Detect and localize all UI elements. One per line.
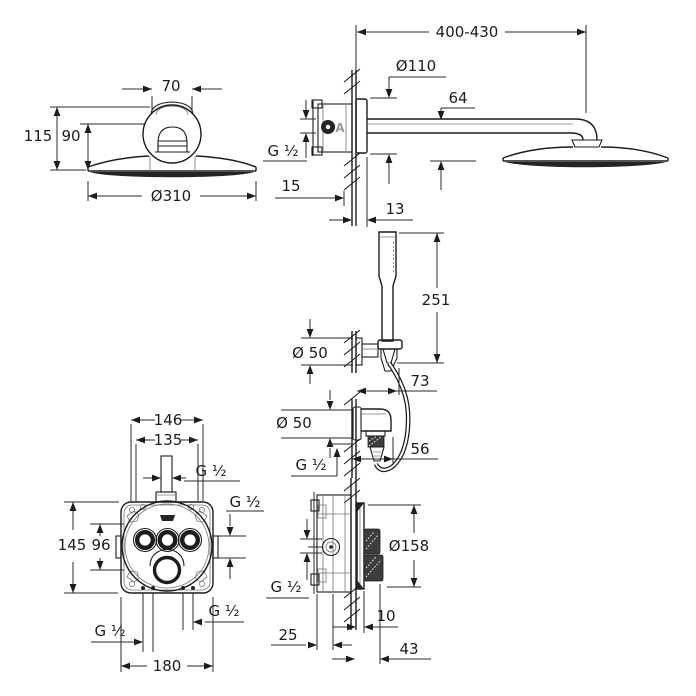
- dim-cap-width-label: 70: [161, 77, 180, 95]
- top-inlet-pipe: [160, 455, 173, 493]
- wall-union-shape: [352, 406, 392, 462]
- spray-face: [90, 172, 254, 178]
- thread-right-label: G ¹⁄₂: [230, 493, 261, 511]
- spray-face: [505, 162, 666, 168]
- dim-min-depth-label: 15: [281, 177, 300, 195]
- dim-projection-label: 400-430: [436, 23, 499, 41]
- thread-size-label: G ¹⁄₂: [296, 456, 327, 474]
- figure-thermostat-side: Ø158 G ¹⁄₂ 10 25 43: [266, 477, 431, 664]
- rapido-marker-label: A: [335, 121, 345, 135]
- hand-shower-wand: [378, 231, 397, 342]
- hand-shower-shape: [355, 231, 411, 473]
- inlet-port: [321, 537, 341, 557]
- rough-in-box-front: [115, 455, 219, 594]
- thread-bottom-right-label: G ¹⁄₂: [209, 602, 240, 620]
- figure-thermostat-front: 146 135 G ¹⁄₂ G ¹⁄₂ 145 96 G ¹⁄₂ G ¹⁄₂ 1…: [58, 411, 264, 675]
- dim-box-width-label: 180: [153, 657, 182, 675]
- dim-head-diameter-label: Ø310: [151, 187, 191, 205]
- handle-lower: [363, 554, 384, 582]
- dim-arm-offset-label: 64: [448, 89, 467, 107]
- hand-shower-dimensions: 251 Ø 50 73: [292, 232, 451, 395]
- overhead-shower-front-shape: [87, 101, 257, 178]
- dim-holder-projection-label: 73: [410, 372, 429, 390]
- overhead-shower-front-dimensions: 70 115 90 Ø310: [24, 77, 257, 205]
- thread-size-label: G ¹⁄₂: [268, 142, 299, 160]
- concealed-arm-bracket: A: [311, 99, 353, 156]
- figure-hand-shower-holder: 251 Ø 50 73: [292, 231, 451, 473]
- figure-overhead-shower-front: 70 115 90 Ø310: [24, 77, 257, 205]
- dim-rosette-diameter-label: Ø110: [396, 57, 436, 75]
- trim-plate-circle: [121, 500, 213, 592]
- top-slot: [160, 515, 175, 521]
- shower-arm-shape: [355, 98, 669, 168]
- dim-inner-height-label: 96: [91, 536, 110, 554]
- thermostat-side-dimensions: Ø158 G ¹⁄₂ 10 25 43: [266, 504, 431, 664]
- ball-joint: [142, 104, 202, 164]
- dim-screw-spacing-label: 146: [154, 411, 183, 429]
- holder-rosette: [355, 337, 363, 366]
- figure-shower-arm-side: A 400-430 Ø110 64 G ¹⁄₂: [263, 23, 669, 227]
- trim-and-handles-side: [356, 502, 384, 590]
- trim-plate-side: [356, 502, 365, 590]
- button-3: [177, 527, 203, 553]
- dim-total-height-label: 115: [24, 127, 53, 145]
- dim-plate-depth-label: 10: [376, 607, 395, 625]
- thread-top-label: G ¹⁄₂: [196, 462, 227, 480]
- handle-upper: [363, 528, 381, 555]
- wall-union-dimensions: Ø 50 G ¹⁄₂ 56: [276, 390, 438, 477]
- dim-holder-rosette-label: Ø 50: [292, 344, 328, 362]
- dim-union-rosette-label: Ø 50: [276, 414, 312, 432]
- dim-hand-shower-length-label: 251: [422, 291, 451, 309]
- figure-wall-union: Ø 50 G ¹⁄₂ 56: [276, 390, 438, 478]
- dim-ball-height-label: 90: [61, 127, 80, 145]
- thermostat-knob: [152, 555, 182, 585]
- thermostat-front-dimensions: 146 135 G ¹⁄₂ G ¹⁄₂ 145 96 G ¹⁄₂ G ¹⁄₂ 1…: [58, 411, 264, 675]
- wall-section: [343, 391, 361, 478]
- thermostat-trim: [121, 500, 213, 592]
- union-rosette: [352, 406, 362, 441]
- dim-box-depth-label: 25: [278, 626, 297, 644]
- shower-arm-dimensions: 400-430 Ø110 64 G ¹⁄₂ 15 13: [263, 23, 587, 227]
- arm-rosette: [355, 98, 368, 154]
- dim-inner-spacing-label: 135: [154, 431, 183, 449]
- dim-box-height-label: 145: [58, 536, 87, 554]
- dim-total-depth-label: 43: [399, 640, 418, 658]
- dim-rosette-depth-label: 13: [385, 200, 404, 218]
- dim-plate-diameter-label: Ø158: [389, 537, 429, 555]
- thread-inlet-label: G ¹⁄₂: [271, 578, 302, 596]
- shower-hose: [373, 361, 411, 473]
- dim-union-projection-label: 56: [410, 440, 429, 458]
- wall-section: [343, 329, 361, 373]
- rough-in-box-side: [308, 492, 352, 594]
- thread-bottom-left-label: G ¹⁄₂: [95, 622, 126, 640]
